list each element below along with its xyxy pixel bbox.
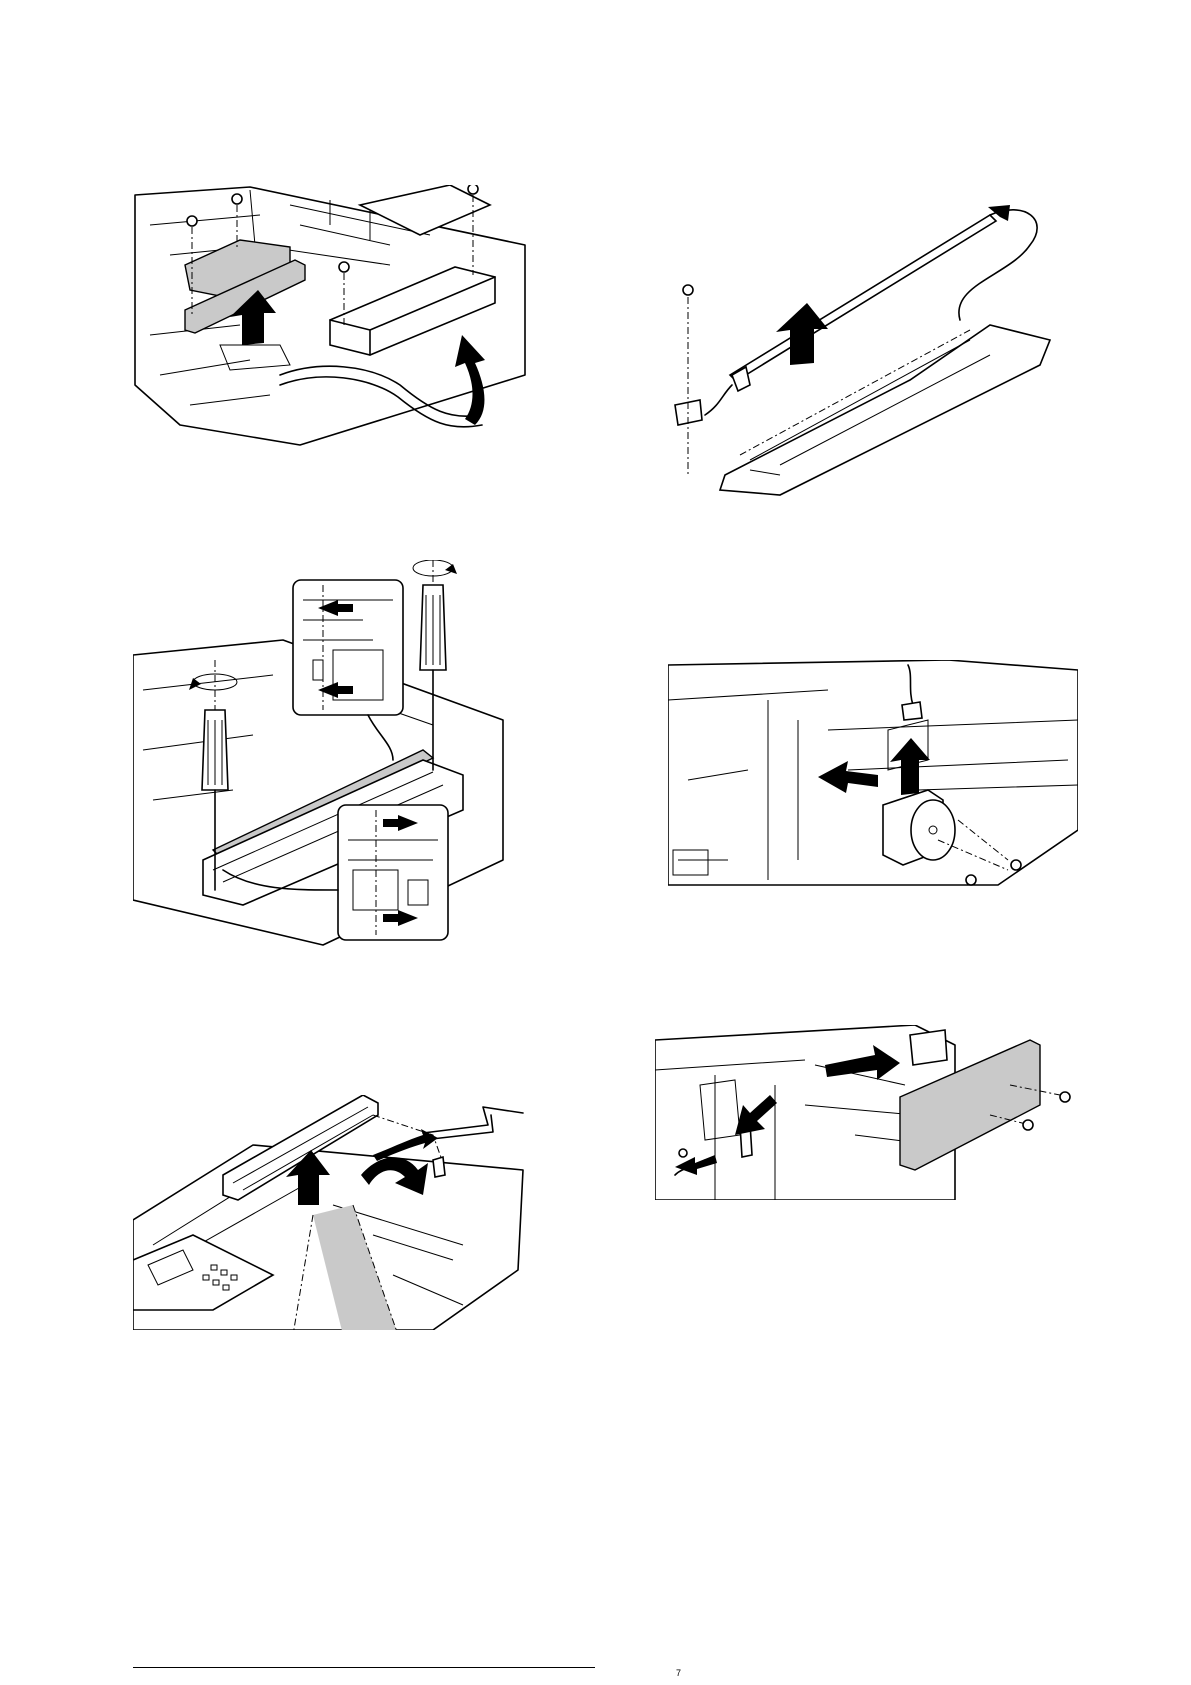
figure-scanner-unit-lift [133, 1095, 528, 1330]
side-cover-removal-icon [655, 1025, 1080, 1200]
figure-motor-removal [668, 660, 1078, 895]
figure-rail-assembly [670, 205, 1070, 510]
remove-cover-and-plate-icon [130, 185, 530, 450]
motor-removal-icon [668, 660, 1078, 895]
page-footer-fragment: 7 [676, 1668, 681, 1678]
screwdriver-adjustment-icon [133, 560, 513, 1015]
figure-screwdriver-adjustment [133, 560, 513, 1015]
footer-rule [133, 1667, 595, 1668]
figure-side-cover-removal [655, 1025, 1080, 1200]
scanner-unit-lift-icon [133, 1095, 528, 1330]
remove-rail-assembly-icon [670, 205, 1070, 510]
figure-cover-plate-removal [130, 185, 530, 450]
